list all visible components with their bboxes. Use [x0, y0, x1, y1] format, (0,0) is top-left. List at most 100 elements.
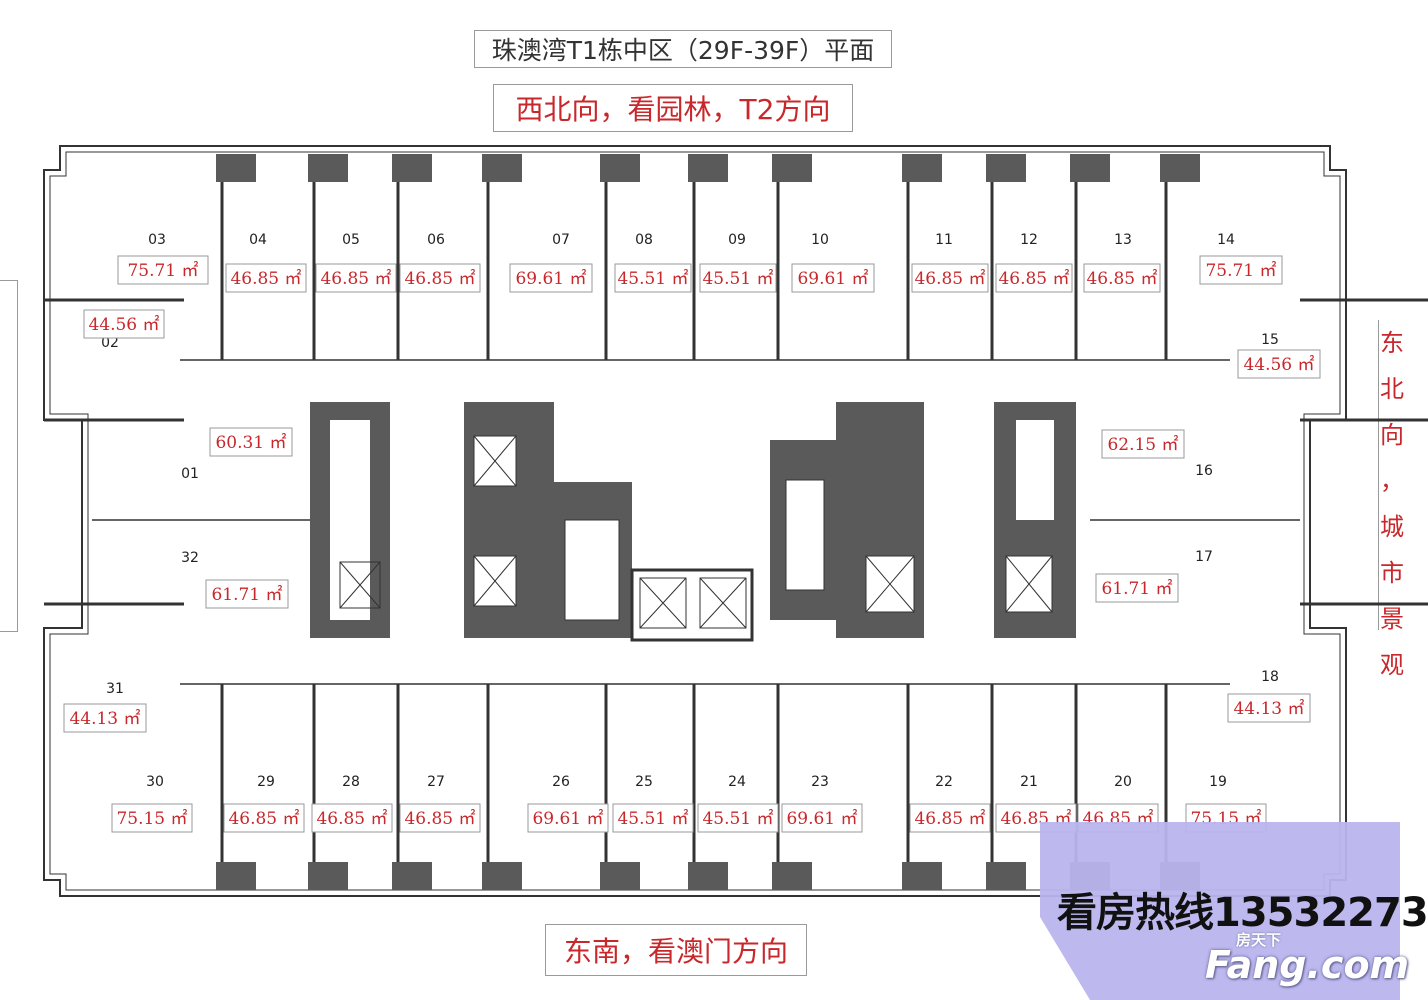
south-direction-label: 东南，看澳门方向	[545, 924, 807, 976]
column	[902, 862, 942, 890]
unit-area: 46.85 ㎡	[230, 269, 301, 289]
unit-number: 32	[181, 550, 199, 566]
area-box	[209, 427, 293, 457]
column	[482, 154, 522, 182]
unit-area: 44.56 ㎡	[88, 315, 159, 335]
unit-number: 25	[635, 774, 653, 790]
corridor	[92, 359, 1300, 685]
unit-area: 61.71 ㎡	[211, 585, 282, 605]
unit-number: 09	[728, 232, 746, 248]
area-box	[995, 263, 1073, 293]
column	[986, 862, 1026, 890]
unit-area: 46.85 ㎡	[914, 809, 985, 829]
area-box	[399, 263, 481, 293]
east-char: 向	[1380, 421, 1404, 449]
unit-number: 05	[342, 232, 360, 248]
area-box	[311, 803, 393, 833]
unit-area: 45.51 ㎡	[702, 269, 773, 289]
unit-number: 20	[1114, 774, 1132, 790]
area-box	[63, 703, 147, 733]
area-box	[315, 263, 397, 293]
unit-number: 22	[935, 774, 953, 790]
unit-area: 75.71 ㎡	[1205, 261, 1276, 281]
unit-number: 27	[427, 774, 445, 790]
area-box	[527, 803, 609, 833]
plan-title: 珠澳湾T1栋中区（29F-39F）平面	[474, 30, 892, 68]
unit-area: 44.13 ㎡	[1233, 699, 1304, 719]
unit-number: 19	[1209, 774, 1227, 790]
area-box	[614, 263, 692, 293]
unit-area: 69.61 ㎡	[786, 809, 857, 829]
unit-area: 46.85 ㎡	[1086, 269, 1157, 289]
watermark-logo: Fang.com	[1205, 943, 1410, 987]
unit-number: 12	[1020, 232, 1038, 248]
column	[216, 154, 256, 182]
unit-number: 04	[249, 232, 267, 248]
unit-area: 62.15 ㎡	[1107, 435, 1178, 455]
area-box	[509, 263, 593, 293]
unit-area: 69.61 ㎡	[532, 809, 603, 829]
unit-number: 15	[1261, 332, 1279, 348]
east-char: 景	[1380, 605, 1404, 633]
core-area	[310, 402, 1076, 642]
unit-number: 17	[1195, 549, 1213, 565]
area-box	[697, 803, 779, 833]
area-box	[612, 803, 694, 833]
area-box	[791, 263, 875, 293]
unit-area: 46.85 ㎡	[914, 269, 985, 289]
unit-number: 06	[427, 232, 445, 248]
unit-area: 75.71 ㎡	[127, 261, 198, 281]
hotline-banner	[1040, 822, 1400, 1000]
unit-number: 08	[635, 232, 653, 248]
column	[772, 154, 812, 182]
unit-area: 69.61 ㎡	[797, 269, 868, 289]
east-char: 东	[1380, 329, 1404, 357]
area-box	[781, 803, 863, 833]
area-box	[205, 579, 289, 609]
area-box	[1083, 263, 1161, 293]
area-box	[699, 263, 777, 293]
unit-area: 45.51 ㎡	[617, 269, 688, 289]
unit-number: 01	[181, 466, 199, 482]
column	[308, 862, 348, 890]
column	[902, 154, 942, 182]
unit-number: 24	[728, 774, 746, 790]
area-box	[83, 309, 165, 339]
column	[392, 154, 432, 182]
watermark-small: 房天下	[1236, 931, 1282, 949]
unit-number: 26	[552, 774, 570, 790]
column	[600, 154, 640, 182]
unit-area: 45.51 ㎡	[617, 809, 688, 829]
unit-number: 11	[935, 232, 953, 248]
unit-area: 46.85 ㎡	[404, 809, 475, 829]
column	[482, 862, 522, 890]
east-char: 观	[1380, 651, 1404, 679]
unit-areas: 75.71 ㎡ 46.85 ㎡ 46.85 ㎡ 46.85 ㎡ 69.61 ㎡ 45.51…	[63, 255, 1321, 833]
unit-number: 18	[1261, 669, 1279, 685]
east-char: ，	[1380, 467, 1404, 495]
unit-number: 07	[552, 232, 570, 248]
area-box	[1199, 255, 1283, 285]
unit-number: 21	[1020, 774, 1038, 790]
north-direction-label: 西北向，看园林，T2方向	[493, 84, 853, 132]
area-box	[225, 263, 307, 293]
unit-number: 16	[1195, 463, 1213, 479]
unit-area: 44.56 ㎡	[1243, 355, 1314, 375]
area-box	[1237, 349, 1321, 379]
column	[772, 862, 812, 890]
east-char: 城	[1380, 513, 1404, 541]
area-box	[111, 803, 193, 833]
east-direction-label: 东 北 向 ， 城 市 景 观	[1378, 320, 1405, 679]
unit-number: 14	[1217, 232, 1235, 248]
unit-area: 46.85 ㎡	[404, 269, 475, 289]
area-box	[911, 263, 989, 293]
unit-number: 02	[101, 335, 119, 351]
unit-number: 30	[146, 774, 164, 790]
column	[688, 154, 728, 182]
hotline-text: 看房热线13532273	[1057, 890, 1428, 936]
column	[986, 154, 1026, 182]
area-box	[399, 803, 481, 833]
unit-number: 29	[257, 774, 275, 790]
